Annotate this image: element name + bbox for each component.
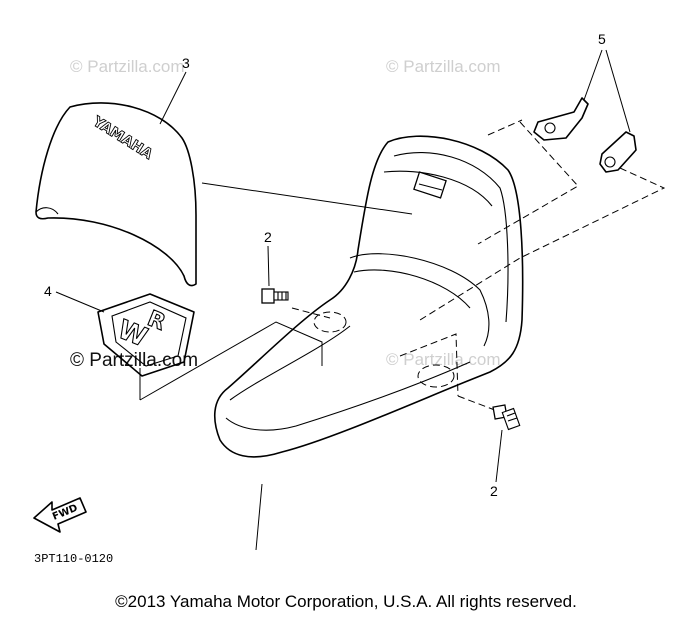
- bracket-lower: [599, 131, 637, 173]
- watermark-mid-right: © Partzilla.com: [386, 350, 501, 369]
- mount-hole-front: [313, 311, 347, 333]
- leader-callout-2-upper: [267, 245, 270, 287]
- seat-assembly: [213, 135, 524, 458]
- dash-bracket-upper: [477, 121, 579, 245]
- leader-cover-to-seat: [201, 182, 413, 215]
- leader-callout-3: [159, 71, 187, 125]
- yamaha-logo-lettering: YAMAHA: [89, 113, 155, 163]
- leader-callout-5-b: [605, 49, 631, 133]
- bolt-upper: [261, 288, 289, 304]
- callout-2-lower: 2: [490, 483, 498, 499]
- emblem-w-mark: W: [113, 315, 151, 354]
- callout-3: 3: [182, 55, 190, 71]
- callout-2-upper: 2: [264, 229, 272, 245]
- leader-emblem-to-seat: [139, 321, 323, 401]
- leader-seat-bottom: [255, 483, 263, 551]
- callout-5: 5: [598, 31, 606, 47]
- leader-callout-5-a: [583, 49, 603, 101]
- diagram-code: 3PT110-0120: [34, 552, 113, 566]
- bolt-lower: [492, 404, 521, 431]
- seat-label-plate: [413, 171, 447, 199]
- copyright-notice: ©2013 Yamaha Motor Corporation, U.S.A. A…: [115, 592, 577, 611]
- watermark-top-right: © Partzilla.com: [386, 57, 501, 76]
- forward-direction-arrow: FWD: [33, 497, 87, 533]
- callout-4: 4: [44, 283, 52, 299]
- dash-rear-mount: [399, 333, 459, 397]
- seat-back-cover: YAMAHA: [35, 102, 197, 287]
- leader-callout-2-lower: [495, 429, 503, 483]
- dash-bracket-lower: [419, 167, 666, 321]
- bracket-upper: [533, 97, 589, 141]
- forward-label: FWD: [51, 503, 79, 523]
- mount-hole-rear: [417, 364, 455, 388]
- watermark-top-left: © Partzilla.com: [70, 57, 185, 76]
- leader-callout-4: [55, 291, 105, 313]
- watermark-mid-left: © Partzilla.com: [70, 350, 198, 371]
